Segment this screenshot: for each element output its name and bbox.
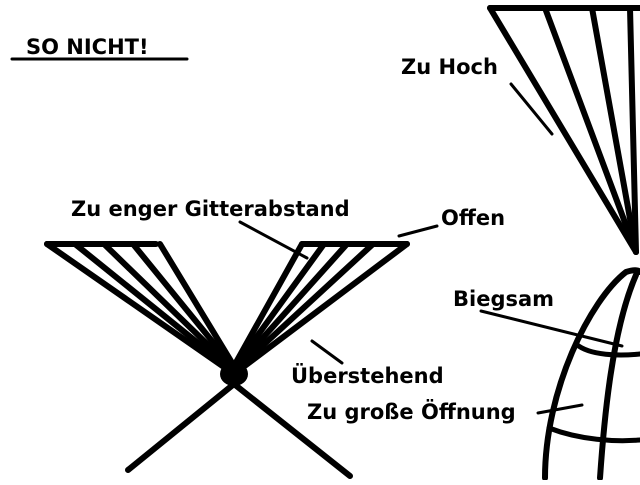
dome-outline — [542, 267, 640, 481]
v-holder-leg — [125, 381, 237, 473]
v-holder-bar — [231, 241, 305, 369]
label-protruding: Überstehend — [291, 364, 444, 388]
leader-offen — [397, 224, 439, 238]
v-holder-bar — [130, 241, 237, 371]
funnel-bar — [487, 5, 639, 255]
dome-cage — [542, 267, 640, 481]
funnel-bar — [589, 5, 639, 255]
leader-gitterabstand — [238, 220, 309, 260]
funnel-bar — [542, 5, 639, 255]
v-holder-bar — [101, 241, 237, 373]
v-holder-bar — [231, 241, 410, 377]
dome-inner-arc — [597, 272, 639, 481]
heading-so-nicht: SO NICHT! — [26, 35, 149, 59]
v-holder-leg — [231, 381, 353, 479]
label-open: Offen — [441, 206, 506, 230]
v-holder-hub — [220, 362, 248, 386]
label-flexible: Biegsam — [453, 287, 555, 311]
v-holder-bar — [157, 241, 237, 369]
v-holder-bar — [231, 241, 376, 375]
v-shaped-holder — [44, 241, 410, 479]
v-holder-bar — [72, 241, 237, 375]
funnel-bar — [627, 5, 639, 255]
leader-oeffnung — [536, 403, 584, 415]
label-opening-too-large: Zu große Öffnung — [307, 400, 516, 424]
label-grid-too-narrow: Zu enger Gitterabstand — [71, 197, 350, 221]
v-holder-bar — [231, 241, 350, 373]
tall-funnel-holder — [487, 5, 640, 255]
leader-zu-hoch — [509, 82, 554, 136]
v-holder-bar — [231, 241, 327, 371]
leader-ueberstehend — [310, 339, 344, 365]
leader-biegsam — [479, 309, 624, 348]
dome-ring — [546, 425, 640, 444]
label-too-high: Zu Hoch — [401, 55, 498, 79]
dome-ring — [573, 341, 640, 358]
v-holder-bar — [44, 241, 237, 377]
